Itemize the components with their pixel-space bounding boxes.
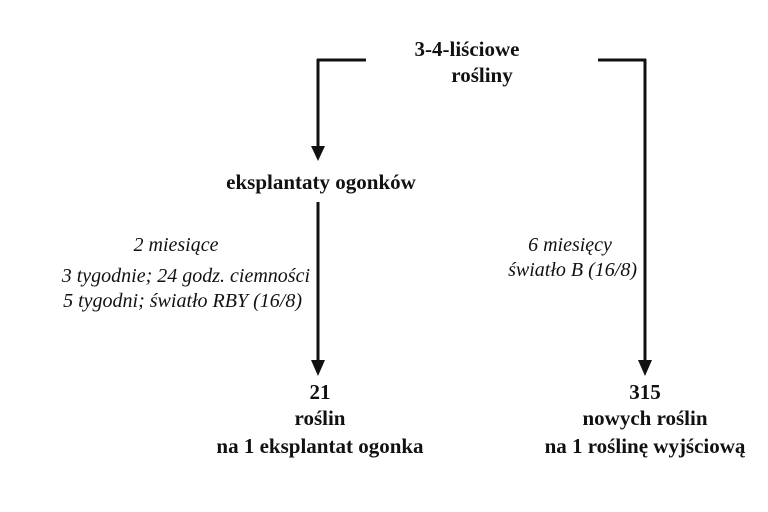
connector-right bbox=[598, 58, 652, 376]
start-node-line1: 3-4-liściowe bbox=[415, 37, 520, 61]
left-result-line3: na 1 eksplantat ogonka bbox=[216, 434, 424, 458]
right-condition-light: światło B (16/8) bbox=[508, 259, 637, 281]
right-result-value: 315 bbox=[629, 380, 661, 404]
left-condition-duration: 2 miesiące bbox=[134, 234, 219, 256]
right-condition-duration: 6 miesięcy bbox=[528, 234, 612, 256]
right-result-line2: nowych roślin bbox=[582, 406, 707, 430]
connector-left-top bbox=[311, 58, 366, 161]
left-result-line2: roślin bbox=[295, 406, 346, 430]
arrowhead-right bbox=[638, 360, 652, 376]
right-result-line3: na 1 roślinę wyjściową bbox=[545, 434, 746, 458]
arrowhead-left-top bbox=[311, 146, 325, 161]
left-condition-light: 5 tygodni; światło RBY (16/8) bbox=[63, 290, 302, 312]
connector-left-bottom bbox=[311, 202, 325, 376]
left-condition-dark: 3 tygodnie; 24 godz. ciemności bbox=[61, 265, 310, 287]
explant-node: eksplantaty ogonków bbox=[226, 170, 416, 194]
arrowhead-left-bottom bbox=[311, 360, 325, 376]
start-node-line2: rośliny bbox=[451, 63, 513, 87]
left-result-value: 21 bbox=[310, 380, 331, 404]
